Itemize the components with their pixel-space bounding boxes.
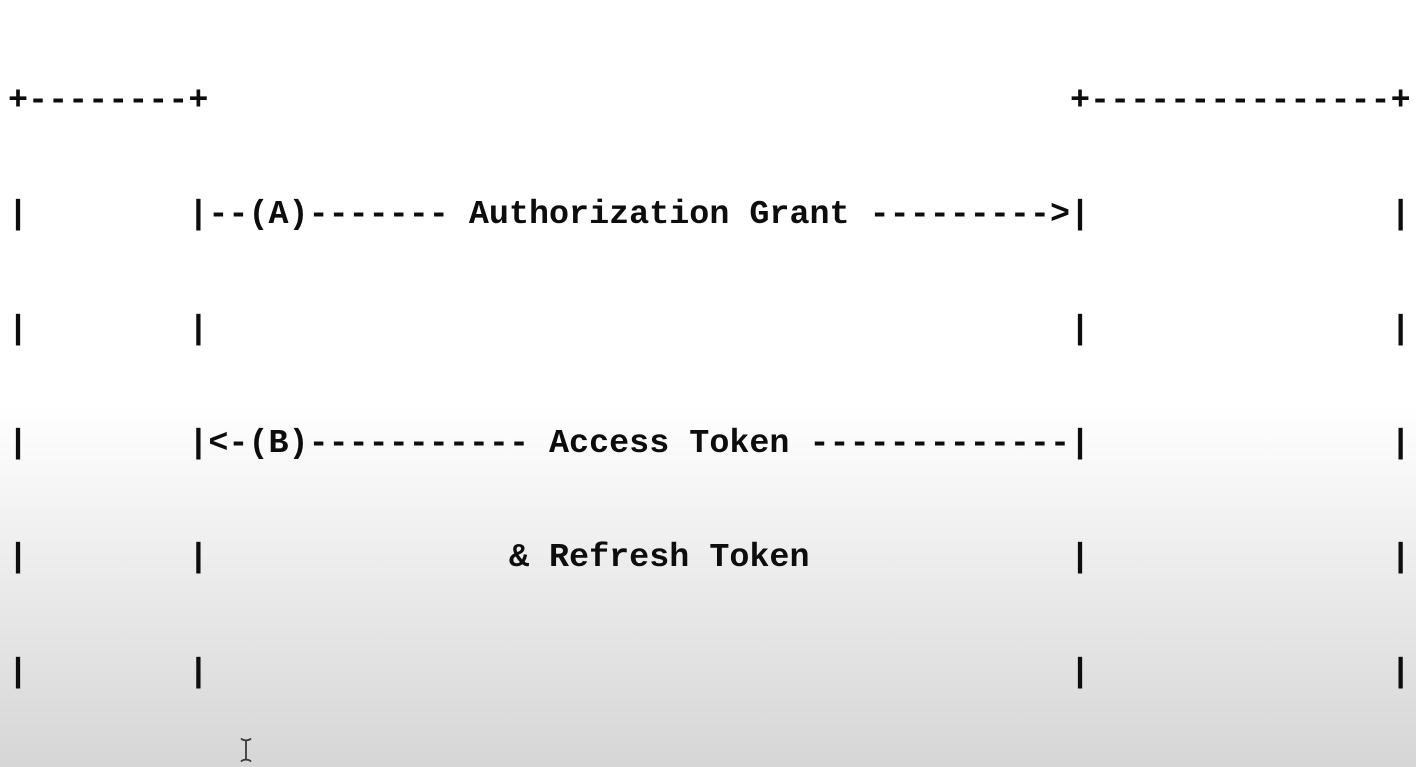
diagram-line: | | & Refresh Token | | (8, 539, 1411, 578)
ibeam-text-cursor-icon (240, 738, 252, 762)
diagram-line: | |--(A)------- Authorization Grant ----… (8, 196, 1411, 235)
diagram-line: | | | | (8, 310, 1411, 349)
diagram-line: | | | | (8, 653, 1411, 692)
diagram-line: +--------+ +---------------+ (8, 82, 1411, 121)
oauth-ascii-flow-diagram: +--------+ +---------------+ | |--(A)---… (8, 6, 1411, 767)
diagram-line: | |<-(B)----------- Access Token -------… (8, 425, 1411, 464)
